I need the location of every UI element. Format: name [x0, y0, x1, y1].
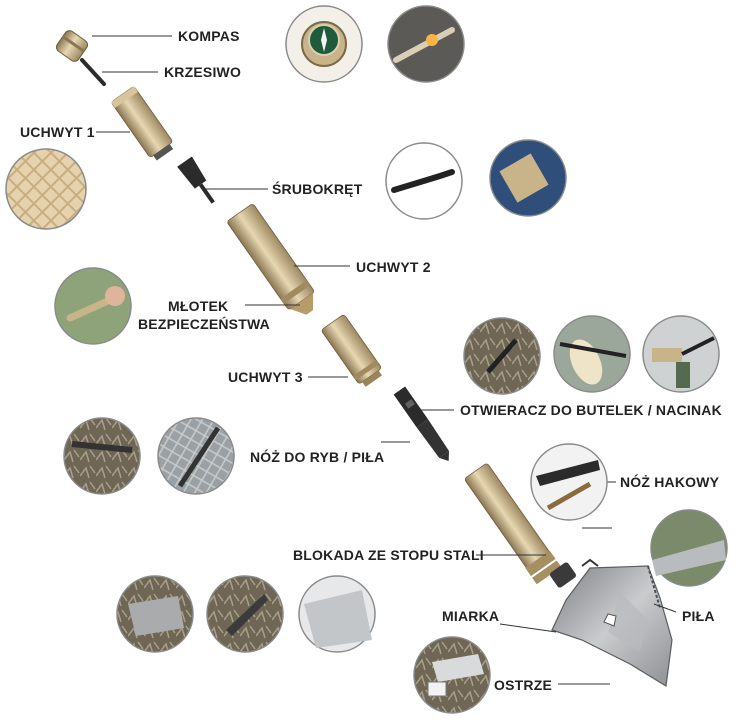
- photo-fish-knife-2: [157, 417, 235, 495]
- compass-cap: [55, 30, 89, 62]
- screwdriver-bit-icon: [391, 169, 455, 193]
- photo-opener-2: [553, 315, 631, 393]
- photo-screwdriver-bit: [385, 142, 463, 220]
- label-bezpieczenstwa: BEZPIECZEŃSTWA: [138, 316, 270, 332]
- bottle-opener-saw: [393, 386, 450, 461]
- leader-lines: [92, 35, 677, 685]
- photo-saw: [650, 509, 728, 587]
- label-srubokret: ŚRUBOKRĘT: [272, 181, 363, 197]
- photo-shovel-use-1: [116, 575, 194, 653]
- label-mlotek: MŁOTEK: [168, 298, 229, 314]
- label-uchwyt-1: UCHWYT 1: [20, 124, 95, 140]
- photo-fire-starter: [387, 5, 465, 83]
- label-ostrze: OSTRZE: [494, 677, 552, 693]
- photo-hook-knife: [530, 443, 608, 521]
- label-otwieracz: OTWIERACZ DO BUTELEK / NACINAK: [460, 402, 722, 418]
- label-krzesiwo: KRZESIWO: [164, 64, 242, 80]
- label-blokada: BLOKADA ZE STOPU STALI: [293, 547, 484, 563]
- handle-2: [227, 204, 315, 315]
- screwdriver-bit: [177, 156, 215, 204]
- photo-safety-hammer: [54, 267, 132, 345]
- label-miarka: MIARKA: [442, 608, 500, 624]
- label-noz-do-ryb: NÓŻ DO RYB / PIŁA: [250, 449, 385, 465]
- label-uchwyt-2: UCHWYT 2: [356, 259, 431, 275]
- photo-shovel-use-2: [206, 575, 284, 653]
- photo-measure: [413, 636, 491, 714]
- photo-opener-3: [642, 315, 720, 393]
- photo-opener-1: [463, 317, 541, 395]
- photo-knurled-grip: [5, 148, 87, 230]
- photo-shovel-blade: [298, 575, 376, 653]
- photo-fish-knife-1: [63, 417, 141, 495]
- knurled-grip-icon: [5, 148, 87, 230]
- photo-compass: [285, 5, 363, 83]
- shovel-blade: [551, 558, 673, 687]
- label-uchwyt-3: UCHWYT 3: [228, 369, 303, 385]
- fire-starter-rod: [80, 58, 106, 86]
- main-handle: [464, 463, 562, 585]
- photo-screwdriver-use: [489, 139, 567, 217]
- steel-lock: [550, 562, 576, 588]
- label-kompas: KOMPAS: [178, 28, 240, 44]
- label-pila: PIŁA: [682, 608, 715, 624]
- handle-3: [321, 314, 382, 387]
- label-noz-hakowy: NÓŻ HAKOWY: [620, 474, 720, 490]
- handle-1: [111, 86, 174, 161]
